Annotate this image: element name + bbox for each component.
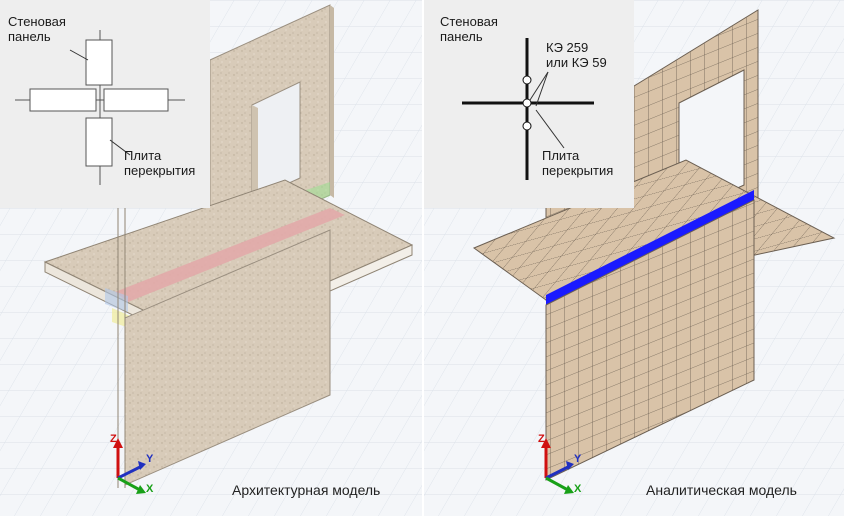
inset-wall-top (85, 39, 113, 86)
floor-slab-label: Плита перекрытия (124, 148, 196, 178)
fe-contact-line (546, 190, 754, 305)
fe-node-bottom (522, 121, 532, 131)
axis-y-label: Y (146, 453, 154, 465)
inset-slab-right (103, 88, 169, 112)
lower-wall-panel (117, 200, 331, 488)
axis-x-label: X (146, 483, 154, 495)
analytical-model-drawing (424, 0, 844, 516)
fe-node-center (522, 98, 532, 108)
analytical-model-view: Стеновая панель КЭ 259 или КЭ 59 Плита п… (424, 0, 844, 516)
floor-slab-label: Плита перекрытия (542, 148, 614, 178)
axis-x-label: X (574, 483, 582, 495)
axis-y-label: Y (574, 453, 582, 465)
fe-joint-inset (424, 0, 634, 208)
axis-triad (541, 438, 574, 494)
axis-triad (113, 438, 146, 494)
fe-type-label: КЭ 259 или КЭ 59 (546, 40, 607, 70)
inset-slab-left (29, 88, 97, 112)
meshed-lower-wall-panel (545, 199, 755, 481)
fe-node-top (522, 75, 532, 85)
wall-panel-label: Стеновая панель (440, 14, 498, 44)
architectural-model-caption: Архитектурная модель (232, 482, 381, 498)
axis-z-label: Z (538, 433, 545, 445)
architectural-model-view: Стеновая панель Плита перекрытия Z Y X А… (0, 0, 422, 516)
analytical-model-caption: Аналитическая модель (646, 482, 797, 498)
architectural-model-drawing (0, 0, 422, 516)
wall-panel-label: Стеновая панель (8, 14, 66, 44)
axis-z-label: Z (110, 433, 117, 445)
joint-detail-inset (0, 0, 210, 208)
red-contact-band (115, 208, 345, 302)
inset-wall-bottom (85, 117, 113, 167)
